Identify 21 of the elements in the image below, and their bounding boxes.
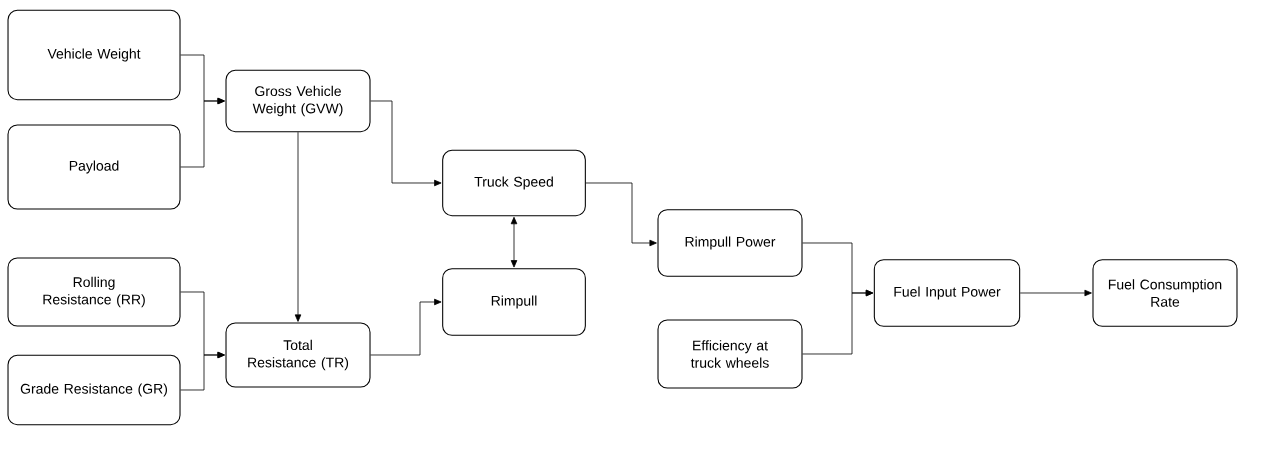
arrow xyxy=(180,351,225,391)
process-box: Rimpull Power xyxy=(657,209,803,277)
process-box: Fuel Consumption Rate xyxy=(1092,259,1238,327)
arrow xyxy=(294,131,302,322)
arrow xyxy=(370,298,442,356)
arrow xyxy=(180,97,225,168)
process-box: Rimpull xyxy=(442,268,586,336)
process-box: Grade Resistance (GR) xyxy=(7,354,181,426)
process-box: Payload xyxy=(7,124,181,210)
arrow xyxy=(1019,289,1092,297)
process-box: Total Resistance (TR) xyxy=(225,322,371,388)
arrow xyxy=(585,182,657,247)
process-box: Truck Speed xyxy=(442,149,586,217)
process-box: Efficiency at truck wheels xyxy=(657,319,803,389)
arrow xyxy=(370,100,442,187)
process-box: Vehicle Weight xyxy=(7,9,181,101)
process-box: Fuel Input Power xyxy=(873,259,1021,327)
process-box: Gross Vehicle Weight (GVW) xyxy=(225,69,371,133)
process-box: Rolling Resistance (RR) xyxy=(7,257,181,327)
arrow xyxy=(510,216,518,268)
arrow xyxy=(802,289,874,355)
